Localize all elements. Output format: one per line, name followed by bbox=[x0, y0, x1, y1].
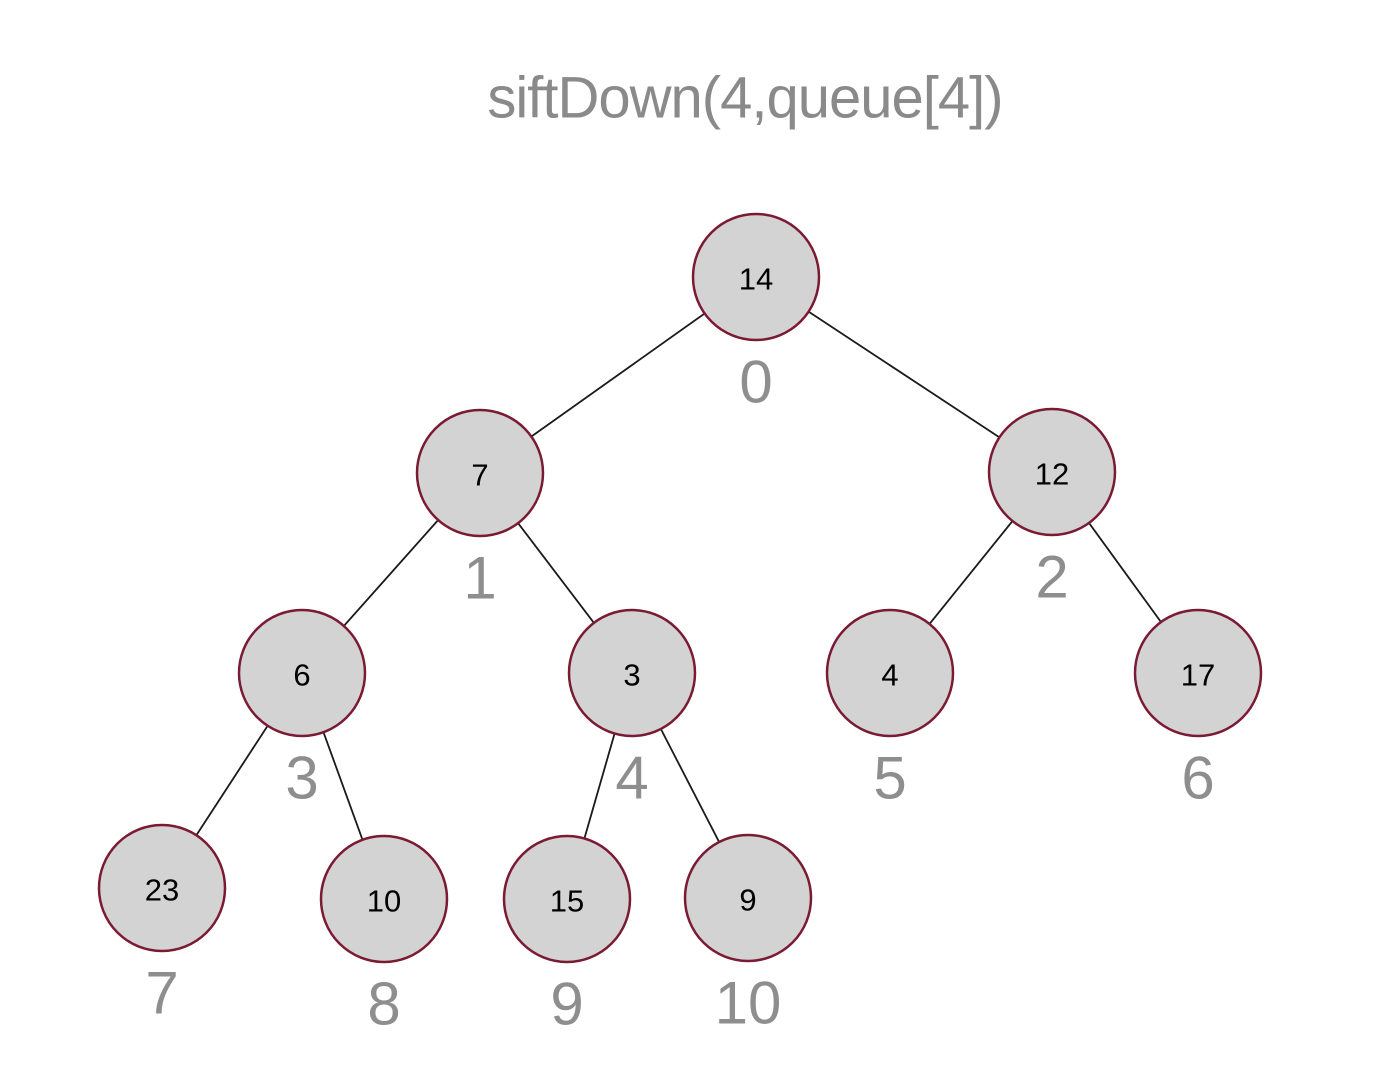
node-heap-index-label: 8 bbox=[367, 971, 400, 1038]
node-circle bbox=[415, 408, 545, 538]
node-circle bbox=[683, 833, 813, 963]
tree-node: 63 bbox=[237, 608, 367, 812]
node-value: 7 bbox=[471, 458, 488, 493]
tree-node: 15 9 bbox=[502, 834, 632, 1038]
tree-node: 10 8 bbox=[319, 834, 449, 1038]
node-value: 9 bbox=[739, 883, 756, 918]
node-circle bbox=[502, 834, 632, 964]
node-value: 12 bbox=[1035, 457, 1069, 492]
node-circle bbox=[825, 608, 955, 738]
node-value: 15 bbox=[550, 884, 584, 919]
node-circle bbox=[987, 407, 1117, 537]
tree-node: 23 7 bbox=[97, 823, 227, 1027]
node-heap-index-label: 9 bbox=[550, 971, 583, 1038]
tree-node: 45 bbox=[825, 608, 955, 812]
node-heap-index-label: 1 bbox=[463, 545, 496, 612]
node-value: 23 bbox=[145, 873, 179, 908]
node-heap-index-label: 4 bbox=[615, 745, 648, 812]
node-value: 17 bbox=[1181, 658, 1215, 693]
node-heap-index-label: 6 bbox=[1181, 745, 1214, 812]
tree-node: 12 2 bbox=[987, 407, 1117, 611]
tree-node: 34 bbox=[567, 608, 697, 812]
node-value: 6 bbox=[293, 658, 310, 693]
node-heap-index-label: 0 bbox=[739, 349, 772, 416]
node-circle bbox=[567, 608, 697, 738]
node-value: 10 bbox=[367, 884, 401, 919]
tree-node: 14 0 bbox=[691, 212, 821, 416]
node-heap-index-label: 3 bbox=[285, 745, 318, 812]
node-circle bbox=[97, 823, 227, 953]
node-value: 4 bbox=[881, 658, 898, 693]
node-circle bbox=[1133, 608, 1263, 738]
node-circle bbox=[319, 834, 449, 964]
node-circle bbox=[237, 608, 367, 738]
node-value: 14 bbox=[739, 262, 773, 297]
tree-node: 9 10 bbox=[683, 833, 813, 1037]
tree-node: 17 6 bbox=[1133, 608, 1263, 812]
tree-node: 71 bbox=[415, 408, 545, 612]
node-heap-index-label: 5 bbox=[873, 745, 906, 812]
node-circle bbox=[691, 212, 821, 342]
node-heap-index-label: 7 bbox=[145, 960, 178, 1027]
node-heap-index-label: 10 bbox=[715, 970, 782, 1037]
diagram-title: siftDown(4,queue[4]) bbox=[487, 66, 1002, 131]
node-value: 3 bbox=[623, 658, 640, 693]
node-heap-index-label: 2 bbox=[1035, 544, 1068, 611]
